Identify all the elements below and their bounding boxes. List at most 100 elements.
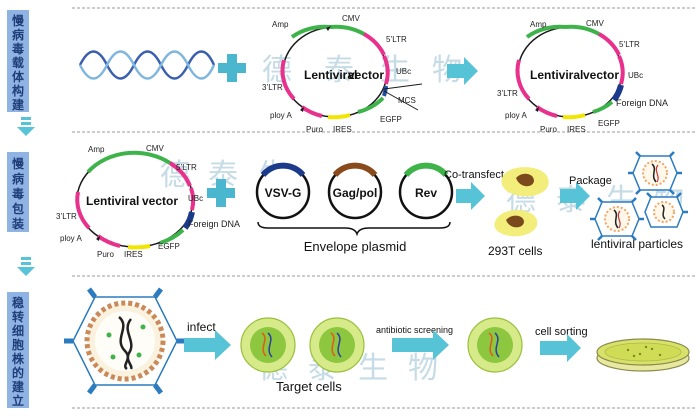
- envelope-plasmid-label: VSV-G: [265, 186, 302, 200]
- cmv-segment: [564, 24, 600, 36]
- envelope-plasmid-rev: Rev: [398, 162, 454, 220]
- section-label-char: 转: [12, 309, 24, 324]
- label-foreign-dna: Foreign DNA: [188, 219, 240, 229]
- label-polya: ploy A: [505, 111, 527, 120]
- section-label-char: 体: [12, 69, 25, 84]
- cell-nucleus: [506, 215, 524, 228]
- label-egfp: EGFP: [158, 242, 180, 251]
- section-label-char: 构: [12, 83, 24, 98]
- label-polya: ploy A: [270, 111, 292, 120]
- section-label-char: 慢: [12, 156, 25, 171]
- label-ubc: UBc: [396, 67, 411, 76]
- screening-label: antibiotic screening: [376, 325, 453, 335]
- ubc-segment: [189, 187, 196, 211]
- package-label: Package: [569, 175, 612, 187]
- label-ires: IRES: [124, 250, 143, 259]
- flow-arrow-icon: [392, 330, 449, 360]
- label-puro: Puro: [306, 125, 323, 134]
- flow-arrow-icon: [456, 182, 485, 210]
- label-mcs: MCS: [398, 96, 416, 105]
- label-amp: Amp: [272, 20, 289, 29]
- label-amp: Amp: [88, 145, 105, 154]
- virus-particle-icon: [590, 197, 644, 241]
- amp-segment: [86, 151, 129, 174]
- petri-dish-icon: [596, 338, 690, 372]
- direction-arrow-icon: [326, 26, 331, 31]
- plasmid-title: Lentiviral: [530, 68, 583, 82]
- plasmid-title: vector: [348, 68, 384, 82]
- label-3ltr: 3’LTR: [497, 89, 518, 98]
- section-label-char: 胞: [12, 337, 24, 352]
- label-ires: IRES: [333, 125, 352, 134]
- section-label-char: 病: [12, 171, 24, 186]
- label-5ltr: 5’LTR: [176, 163, 197, 172]
- plasmid-title: Lentiviral: [86, 194, 139, 208]
- plasmid-title: vector: [583, 68, 619, 82]
- foreign-dna-segment: [182, 211, 195, 230]
- polya-arrow-icon: [96, 236, 100, 241]
- 293t-cells: 293T cells: [488, 167, 549, 258]
- label-5ltr: 5’LTR: [619, 40, 640, 49]
- egfp-segment: [357, 96, 385, 114]
- infect-label: infect: [187, 320, 216, 334]
- label-egfp: EGFP: [598, 119, 620, 128]
- polya-arrow-icon: [300, 107, 304, 112]
- section-label-char: 毒: [12, 186, 24, 201]
- selected-cell: [467, 317, 523, 373]
- ubc-segment: [382, 55, 390, 85]
- label-3ltr: 3’LTR: [262, 83, 283, 92]
- ltr3-segment: [75, 191, 91, 230]
- sorting-label: cell sorting: [535, 326, 588, 338]
- cotransfect-label: Co-transfect: [444, 169, 504, 181]
- flow-arrow-icon: [447, 57, 478, 85]
- ubc-segment: [617, 55, 625, 85]
- label-3ltr: 3’LTR: [56, 212, 77, 221]
- label-polya: ploy A: [60, 234, 82, 243]
- envelope-plasmids: VSV-G Gag/pol Rev Envelope plasmid: [255, 162, 454, 254]
- envelope-plasmid-vsvg: VSV-G: [255, 162, 311, 220]
- section-label-char: 的: [12, 365, 24, 380]
- lentiviral-vector-plasmid-with-insert: Lentiviral vector Amp CMV 5’LTR UBc 3’LT…: [497, 19, 668, 134]
- ires-segment: [127, 244, 151, 250]
- down-arrow: [17, 257, 35, 276]
- envelope-plasmid-gagpol: Gag/pol: [327, 162, 383, 220]
- section-label-box: [7, 292, 29, 408]
- label-cmv: CMV: [342, 14, 360, 23]
- ltr3-segment: [280, 59, 296, 101]
- amp-segment: [525, 24, 566, 39]
- particles-label: lentiviral particles: [591, 237, 683, 251]
- section-label-char: 慢: [12, 13, 25, 28]
- amp-segment: [290, 24, 331, 39]
- label-5ltr: 5’LTR: [386, 35, 407, 44]
- egfp-segment: [592, 100, 614, 114]
- cmv-segment: [329, 24, 365, 36]
- ltr5-segment: [597, 32, 621, 56]
- ltr3-segment: [515, 59, 531, 101]
- label-amp: Amp: [530, 20, 547, 29]
- label-ubc: UBc: [188, 194, 203, 203]
- flow-arrow-icon: [184, 330, 231, 360]
- section-label-char: 立: [12, 393, 24, 408]
- puro-segment: [300, 105, 323, 118]
- virus-particle-icon: [628, 151, 682, 195]
- puro-segment: [535, 105, 558, 118]
- dna-helix-icon: [78, 50, 216, 80]
- ires-segment: [562, 113, 586, 120]
- label-cmv: CMV: [146, 144, 164, 153]
- section-dividers: [72, 7, 695, 409]
- section-label-box: [7, 10, 29, 112]
- label-ubc: UBc: [628, 71, 643, 80]
- label-puro: Puro: [97, 250, 114, 259]
- section-label-char: 毒: [12, 41, 24, 56]
- envelope-bracket: [257, 221, 451, 237]
- section-label-packaging: 慢 病 毒 包 装: [7, 152, 29, 232]
- section-label-char: 病: [12, 27, 24, 42]
- section-label-char: 细: [12, 323, 24, 338]
- ltr5-segment: [362, 32, 386, 56]
- cmv-segment: [127, 150, 172, 165]
- label-foreign-dna: Foreign DNA: [616, 98, 668, 108]
- large-virus-particle-icon: [64, 287, 186, 395]
- watermark-char: 泰: [324, 54, 354, 87]
- section-label-char: 建: [11, 97, 25, 112]
